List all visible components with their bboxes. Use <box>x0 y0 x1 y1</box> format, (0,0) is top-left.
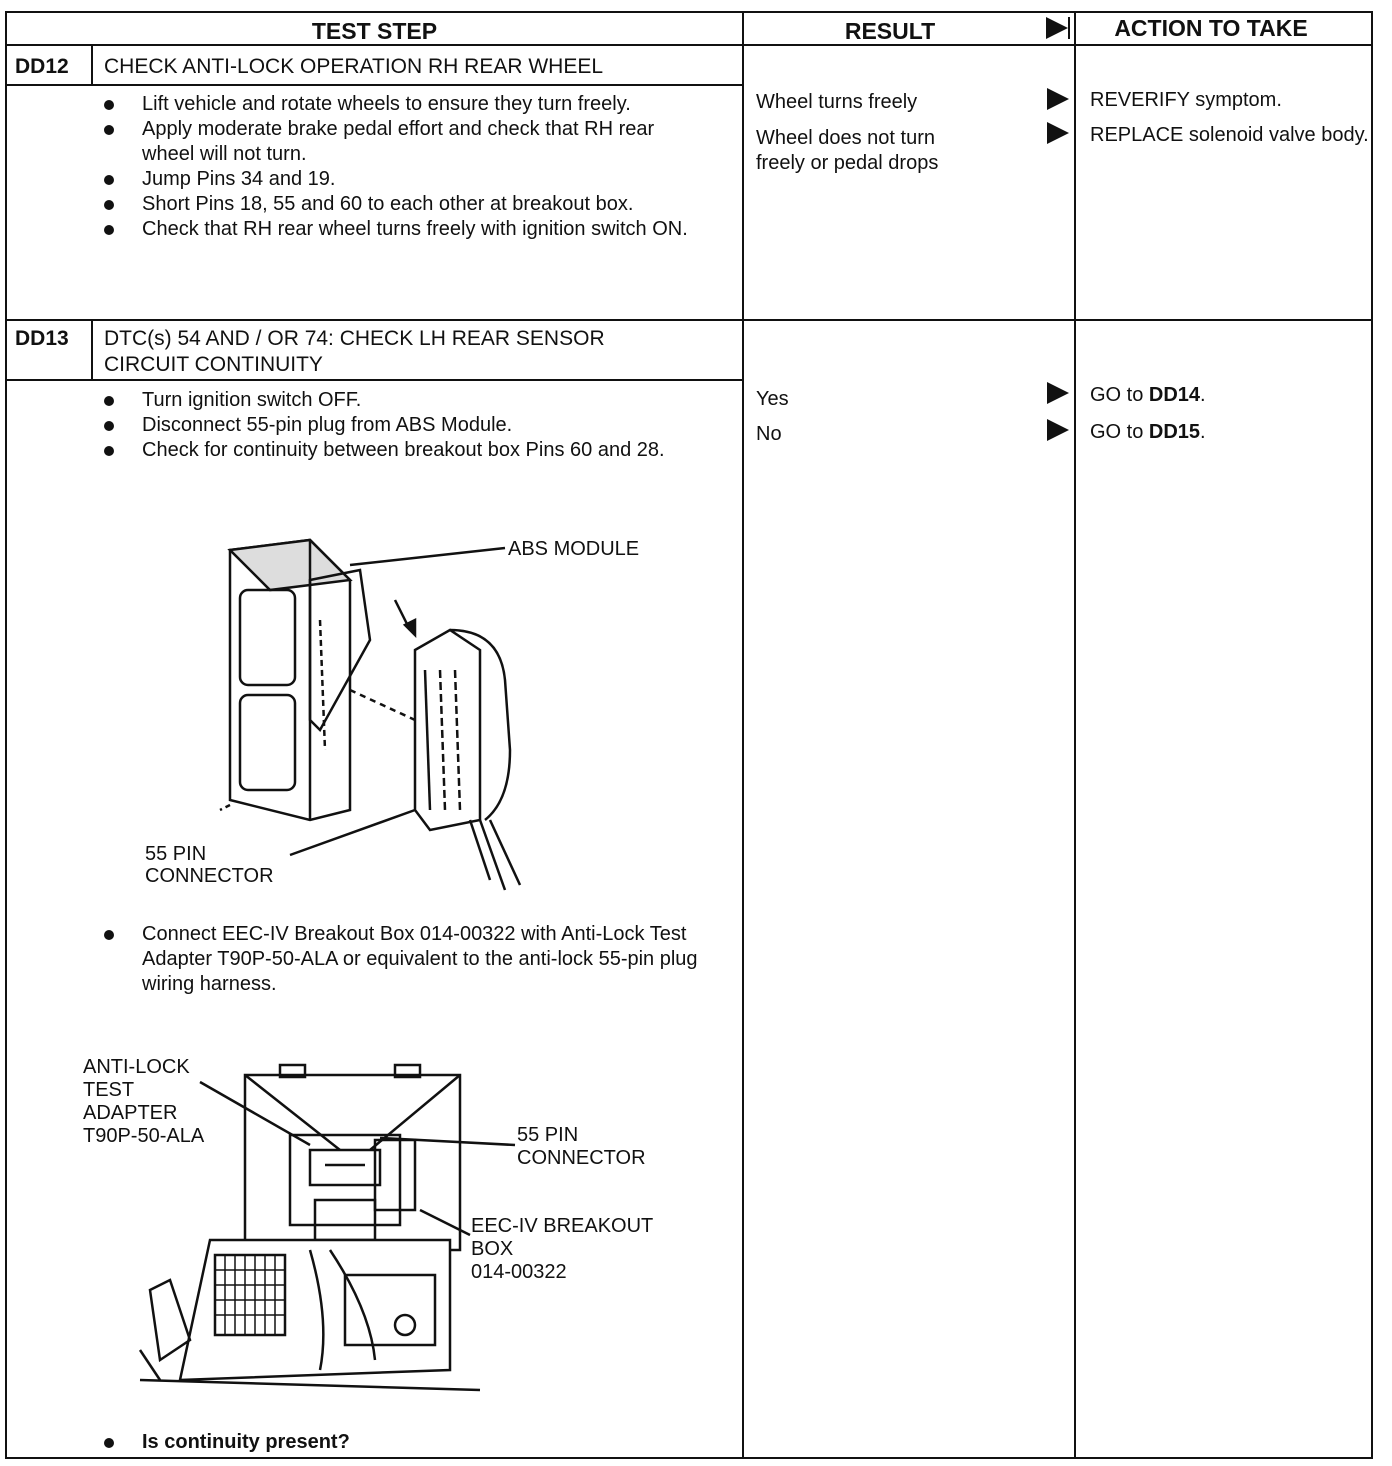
arrow-right-icon <box>1047 382 1069 404</box>
dd13-result-yes: Yes <box>756 388 789 410</box>
adapter-label-line: TEST <box>83 1079 135 1101</box>
dd13-step: Connect EEC-IV Breakout Box 014-00322 wi… <box>102 922 707 997</box>
dd13-step: Disconnect 55-pin plug from ABS Module. <box>102 413 707 438</box>
action-target-link[interactable]: DD14 <box>1148 384 1201 406</box>
dd13-steps-connect: Connect EEC-IV Breakout Box 014-00322 wi… <box>102 922 707 997</box>
connector-label-2: CONNECTOR <box>145 865 274 887</box>
dd12-step: Short Pins 18, 55 and 60 to each other a… <box>102 192 707 217</box>
header-action: ACTION TO TAKE <box>1114 15 1308 41</box>
box-label-line: EEC-IV BREAKOUT <box>471 1215 654 1237</box>
action-prefix: GO to <box>1090 421 1149 443</box>
dd12-step: Jump Pins 34 and 19. <box>102 167 707 192</box>
dd12-step: Lift vehicle and rotate wheels to ensure… <box>102 92 707 117</box>
connector-label-line: 55 PIN <box>517 1124 579 1146</box>
header-result: RESULT <box>844 18 936 44</box>
dd13-code: DD13 <box>15 327 69 350</box>
action-target-link[interactable]: DD15 <box>1148 421 1201 443</box>
dd12-code: DD12 <box>15 55 69 78</box>
adapter-label-line: ADAPTER <box>83 1102 178 1124</box>
header-test-step: TEST STEP <box>311 18 438 44</box>
dd13-question-text: Is continuity present? <box>102 1430 707 1455</box>
arrow-right-icon <box>1047 122 1069 144</box>
action-suffix: . <box>1200 421 1206 443</box>
arrow-right-icon <box>1047 88 1069 110</box>
dd13-result-no: No <box>756 423 782 445</box>
dd13-title: DTC(s) 54 AND / OR 74: CHECK LH REAR SEN… <box>104 327 605 376</box>
dd12-title: CHECK ANTI-LOCK OPERATION RH REAR WHEEL <box>104 55 604 78</box>
adapter-label-line: T90P-50-ALA <box>83 1125 205 1147</box>
dd13-action-no: GO to DD15. <box>1090 420 1375 445</box>
dd12-action-1: REVERIFY symptom. <box>1090 89 1282 111</box>
action-prefix: GO to <box>1090 384 1149 406</box>
dd13-step: Check for continuity between breakout bo… <box>102 438 707 463</box>
adapter-label-line: ANTI-LOCK <box>83 1056 190 1078</box>
adapter-label: ANTI-LOCK TEST ADAPTER T90P-50-ALA <box>83 1056 204 1148</box>
header-arrow-icon <box>1046 17 1068 39</box>
arrow-right-icon <box>1047 419 1069 441</box>
dd12-step: Check that RH rear wheel turns freely wi… <box>102 217 707 242</box>
dd12-step: Apply moderate brake pedal effort and ch… <box>102 117 707 167</box>
dd12-steps: Lift vehicle and rotate wheels to ensure… <box>102 92 707 242</box>
breakout-box-figure <box>138 1063 516 1392</box>
dd12-result-1: Wheel turns freely <box>756 91 918 113</box>
dd13-action-yes: GO to DD14. <box>1090 383 1375 408</box>
dd13-step: Turn ignition switch OFF. <box>102 388 707 413</box>
action-suffix: . <box>1200 384 1206 406</box>
connector-label: 55 PIN CONNECTOR <box>517 1124 646 1170</box>
connector-label-1: 55 PIN <box>145 843 207 865</box>
connector-label-line: CONNECTOR <box>517 1147 646 1169</box>
dd13-steps: Turn ignition switch OFF. Disconnect 55-… <box>102 388 707 463</box>
abs-module-label: ABS MODULE <box>508 538 640 560</box>
dd13-question: Is continuity present? <box>102 1430 707 1455</box>
breakout-box-label: EEC-IV BREAKOUT BOX 014-00322 <box>471 1215 653 1284</box>
dd12-action-2: REPLACE solenoid valve body. <box>1090 124 1369 146</box>
box-label-line: BOX <box>471 1238 514 1260</box>
abs-module-figure <box>219 538 522 891</box>
box-label-line: 014-00322 <box>471 1261 567 1283</box>
dd12-result-2: Wheel does not turn freely or pedal drop… <box>756 127 939 174</box>
